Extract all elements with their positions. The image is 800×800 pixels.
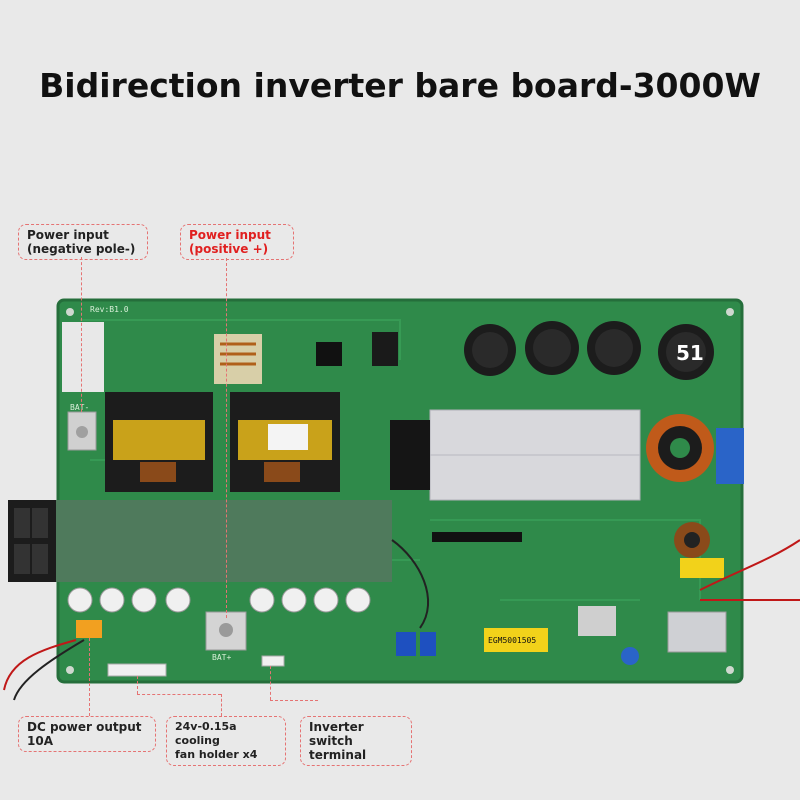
label-pos-line2: (positive +) bbox=[189, 242, 269, 256]
label-neg-line1: Power input bbox=[27, 228, 109, 242]
fan-connectors bbox=[107, 663, 167, 677]
label-pos-line1: Power input bbox=[189, 228, 271, 242]
inverter-switch-leader-h bbox=[270, 700, 318, 701]
bat-negative-terminal bbox=[67, 411, 97, 451]
inverter-switch-connector bbox=[261, 655, 285, 667]
fan-holder-leader-h bbox=[137, 694, 221, 695]
transformer-right bbox=[230, 392, 340, 492]
label-dc-line2: 10A bbox=[27, 734, 53, 748]
inductor-top bbox=[214, 334, 262, 384]
capacitor-mark: 51 bbox=[676, 341, 704, 365]
dc-output-leader bbox=[89, 638, 90, 716]
label-power-input-negative: Power input (negative pole-) bbox=[18, 224, 148, 260]
small-capacitors bbox=[67, 587, 371, 613]
pcb-board bbox=[58, 300, 742, 682]
module-label: EGM5001505 bbox=[488, 636, 536, 645]
label-fan-holder: 24v-0.15a cooling fan holder x4 bbox=[166, 716, 286, 766]
green-heatsink bbox=[56, 500, 392, 582]
label-fan-line2: fan holder x4 bbox=[175, 748, 258, 761]
pos-input-leader bbox=[226, 258, 227, 618]
bat-positive-silk: BAT+ bbox=[212, 653, 231, 662]
label-dc-power-output: DC power output 10A bbox=[18, 716, 156, 752]
inverter-switch-leader-v bbox=[270, 666, 271, 700]
label-fan-line1: 24v-0.15a cooling bbox=[175, 720, 237, 747]
label-switch-line2: terminal bbox=[309, 748, 367, 762]
fan-holder-leader-v bbox=[137, 676, 138, 694]
label-inverter-switch-terminal: Inverter switch terminal bbox=[300, 716, 412, 766]
revision-silk: Rev:B1.0 bbox=[90, 305, 129, 314]
transformer-left bbox=[105, 392, 213, 492]
dc-output-connector bbox=[76, 620, 102, 638]
fan-holder-leader-v2 bbox=[221, 694, 222, 716]
neg-input-leader bbox=[81, 257, 82, 412]
bulk-capacitors bbox=[464, 321, 714, 380]
label-switch-line1: Inverter switch bbox=[309, 720, 364, 748]
label-dc-line1: DC power output bbox=[27, 720, 142, 734]
page-title: Bidirection inverter bare board-3000W bbox=[39, 66, 761, 105]
bat-negative-silk: BAT- bbox=[70, 403, 89, 412]
label-neg-line2: (negative pole-) bbox=[27, 242, 136, 256]
heat-pad bbox=[62, 322, 104, 392]
label-power-input-positive: Power input (positive +) bbox=[180, 224, 294, 260]
